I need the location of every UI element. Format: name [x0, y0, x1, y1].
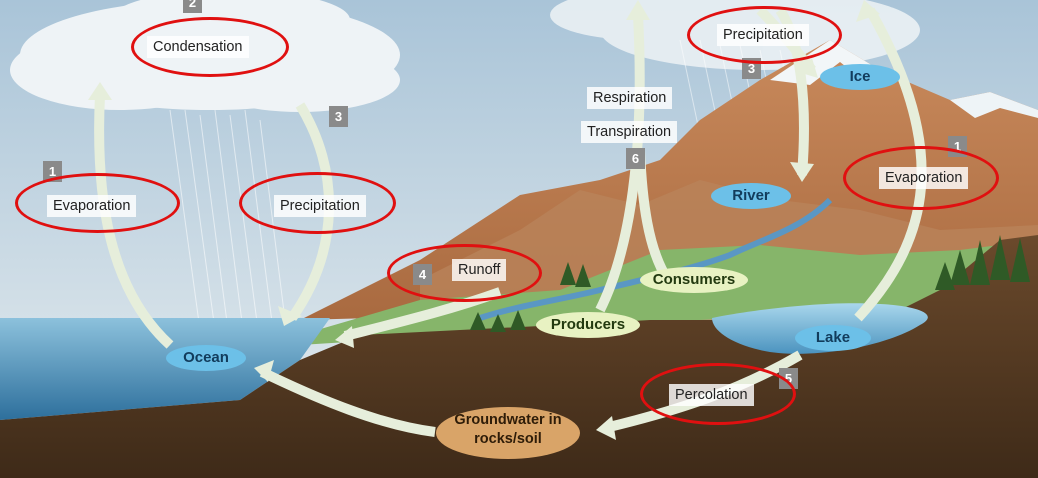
soil-layer	[0, 235, 1038, 478]
respiration-label: Respiration	[587, 87, 673, 109]
river-label: River	[711, 183, 791, 209]
highlight-ring-evaporation-right	[843, 146, 999, 210]
rain-left	[169, 109, 286, 331]
ice-label: Ice	[820, 64, 900, 90]
ocean-label: Ocean	[166, 345, 246, 371]
ocean-water	[0, 318, 330, 420]
highlight-ring-runoff	[387, 244, 542, 302]
consumers-label: Consumers	[640, 267, 748, 293]
step-badge-transpiration: 6	[626, 148, 645, 169]
highlight-ring-precipitation-right	[687, 6, 842, 64]
lake-label: Lake	[795, 325, 871, 351]
producers-label: Producers	[536, 312, 640, 338]
groundwater-line-2: rocks/soil	[474, 431, 542, 447]
groundwater-label: Groundwater in rocks/soil	[436, 407, 580, 459]
arrowheads	[88, 0, 880, 440]
highlight-ring-precipitation-left	[239, 172, 396, 234]
groundwater-line-1: Groundwater in	[454, 412, 562, 428]
highlight-ring-condensation	[131, 17, 289, 77]
step-badge-precipitation-left: 3	[329, 106, 348, 127]
snow-peak-right	[950, 92, 1038, 118]
trees	[470, 235, 1030, 332]
highlight-ring-evaporation-left	[15, 173, 180, 233]
step-badge-condensation: 2	[183, 0, 202, 13]
highlight-ring-percolation	[640, 363, 796, 425]
transpiration-label: Transpiration	[581, 121, 678, 143]
